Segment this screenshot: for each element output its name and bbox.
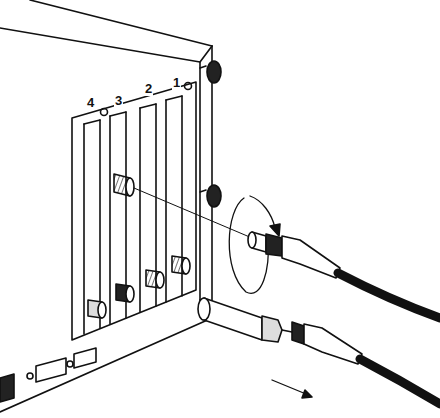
thumb-screw xyxy=(200,61,221,207)
bnc-plug xyxy=(248,232,340,278)
push-arrowhead xyxy=(302,390,312,398)
thumb-screw-head xyxy=(207,61,221,83)
bnc-plug-ring xyxy=(266,234,282,256)
slot-number: 3 xyxy=(114,94,123,108)
push-arrow xyxy=(272,380,306,394)
thumb-screw-head xyxy=(207,185,221,207)
slot-bracket xyxy=(84,96,182,334)
bnc-plug xyxy=(282,322,362,364)
bnc-socket-face xyxy=(126,286,134,302)
cabinet-top-edge xyxy=(30,0,212,46)
slot-screw xyxy=(101,109,108,116)
slot-opening xyxy=(72,82,196,340)
bnc-plug-face xyxy=(248,232,256,248)
coax-cable xyxy=(360,359,440,404)
slot-number: 1 xyxy=(172,76,181,90)
cabinet-corner xyxy=(200,46,212,318)
terminator-nut xyxy=(262,316,282,342)
slot-number: 2 xyxy=(144,82,153,96)
cabinet-right-edge xyxy=(0,46,212,412)
bnc-socket-face xyxy=(156,272,164,288)
bnc-socket-face xyxy=(98,302,106,318)
slot-screw xyxy=(185,83,192,90)
bnc-terminator xyxy=(198,298,282,342)
slot-number: 4 xyxy=(86,96,95,110)
bnc-socket-face xyxy=(126,178,134,196)
connector-screw xyxy=(67,361,73,367)
bnc-plug-body xyxy=(282,236,340,278)
rear-connector xyxy=(0,348,96,402)
bnc-socket xyxy=(88,174,190,318)
bnc-plug-pin xyxy=(282,330,292,332)
bnc-plug-ring xyxy=(292,322,304,344)
terminator-body xyxy=(204,298,262,340)
slot-bracket-top xyxy=(84,96,182,124)
coax-cable xyxy=(338,273,440,318)
db-connector xyxy=(74,348,96,368)
rotation-arrowhead xyxy=(270,224,280,236)
thumb-screw-shaft xyxy=(200,66,206,192)
bnc-plug-body xyxy=(304,324,362,364)
bnc-socket-face xyxy=(182,258,190,274)
terminator-end xyxy=(198,298,210,320)
port-opening xyxy=(0,374,14,402)
connector-screw xyxy=(27,373,33,379)
db-connector xyxy=(36,358,66,382)
